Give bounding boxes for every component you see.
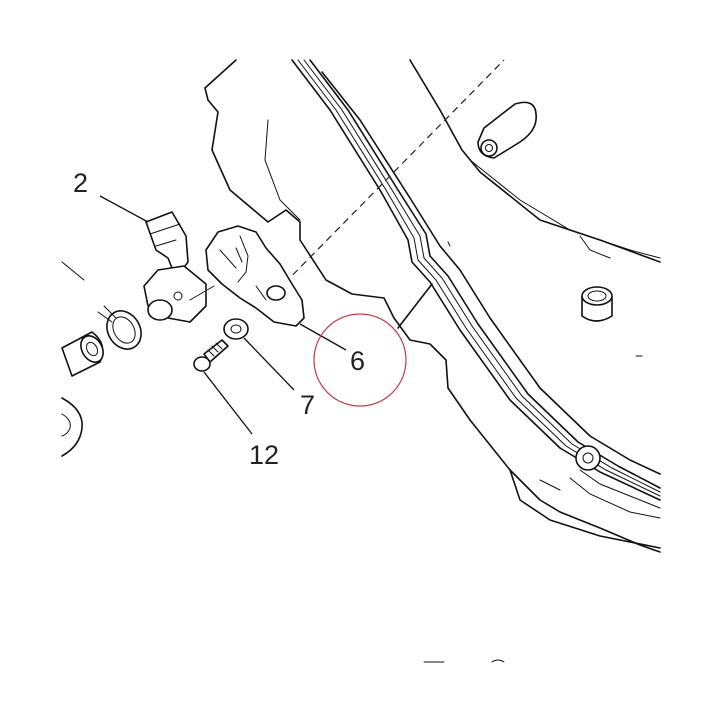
highlight-circle [313, 313, 407, 407]
left-edge-fitting [61, 397, 83, 457]
lower-bolt [575, 445, 601, 471]
callout-6: 6 [350, 346, 365, 376]
callout-7: 7 [300, 390, 315, 420]
leader-line-6 [299, 323, 347, 351]
washer-part-7 [223, 318, 249, 340]
bracket-part-6 [205, 225, 305, 327]
leader-line-2 [99, 195, 149, 223]
cropped-text-fragments [423, 659, 505, 663]
frame-housing [204, 59, 661, 553]
hose-clamp [97, 305, 142, 350]
callout-2: 2 [73, 168, 88, 198]
leader-line-7 [243, 337, 295, 391]
boss-pin [581, 286, 613, 322]
screw-part-12 [193, 339, 229, 372]
assembly-dashed-line [275, 59, 505, 293]
callout-12: 12 [249, 440, 279, 470]
upper-bolt-tab [477, 101, 537, 159]
leader-line-12 [203, 371, 253, 435]
hose [61, 261, 104, 377]
sensor-part-2 [143, 211, 215, 323]
